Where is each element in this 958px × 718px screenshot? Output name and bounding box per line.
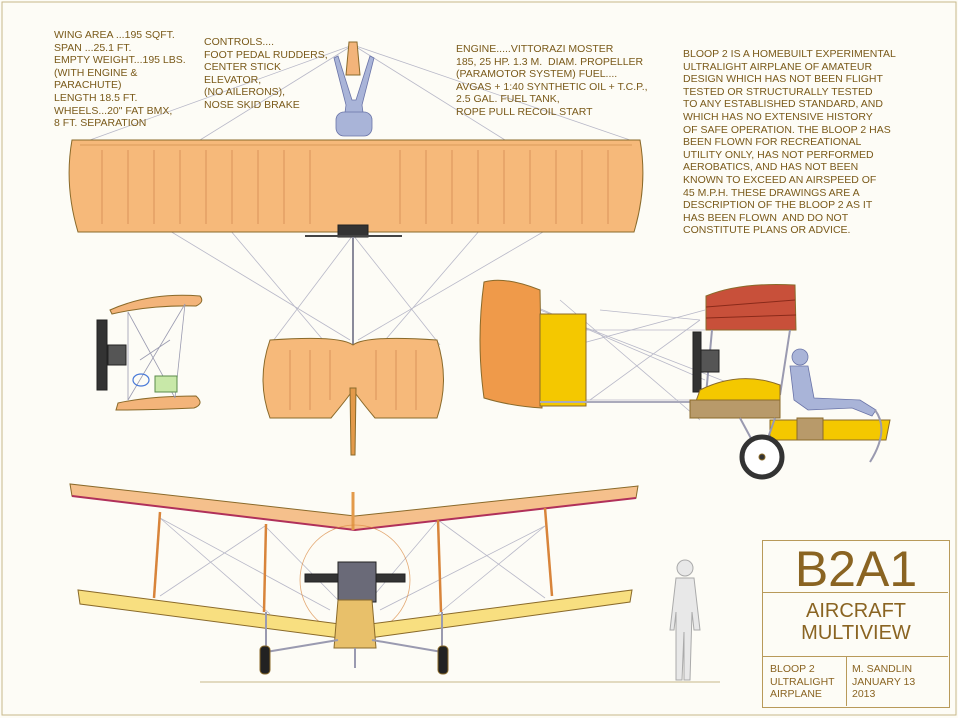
side-view-upper-wing [705,283,797,331]
front-view-right-wheel [437,645,449,675]
aircraft-name: BLOOP 2 ULTRALIGHT AIRPLANE [770,663,835,700]
title-block [762,540,950,708]
top-view-pilot [333,55,375,137]
scale-figure [669,559,701,681]
side-view-nose-skid [869,409,883,463]
engine-note: ENGINE.....VITTORAZI MOSTER 185, 25 HP. … [456,43,648,118]
detail-fuel-tank [154,375,178,393]
detail-lower-wing [115,395,201,411]
side-view-propeller [692,331,702,393]
front-view-pod [333,599,377,649]
side-view [479,279,891,480]
side-view-pod-base [689,399,781,419]
title-block-divider-1 [762,592,948,593]
top-view-tail [262,337,444,419]
engine-detail-view [96,294,203,411]
top-view [68,41,644,456]
side-view-elevator [539,313,587,407]
title-block-divider-3 [846,656,847,706]
author-date: M. SANDLIN JANUARY 13 2013 [852,663,916,700]
side-view-pilot [789,348,877,417]
detail-propeller [96,319,108,391]
disclaimer-note: BLOOP 2 IS A HOMEBUILT EXPERIMENTAL ULTR… [683,48,896,237]
side-view-rudder [479,279,543,409]
top-view-wing-ribs [101,150,609,224]
top-view-upper-wing [68,139,644,233]
top-view-nose-spike [345,41,361,76]
drawing-id: B2A1 [794,541,918,597]
drawing-type: AIRCRAFT MULTIVIEW [801,600,911,644]
front-view-left-wheel [259,645,271,675]
title-block-divider-2 [762,656,948,657]
front-view-engine [337,561,377,603]
controls-note: CONTROLS.... FOOT PEDAL RUDDERS, CENTER … [204,36,328,111]
front-view [69,483,720,683]
side-view-cockpit-floor [769,419,891,441]
top-view-rigging [89,44,631,361]
detail-upper-wing [109,294,203,315]
specs-note: WING AREA ...195 SQFT. SPAN ...25.1 FT. … [54,29,186,130]
top-view-rudder [349,387,357,456]
side-view-engine [700,349,720,373]
detail-engine [107,344,127,366]
side-view-seat [796,417,824,441]
